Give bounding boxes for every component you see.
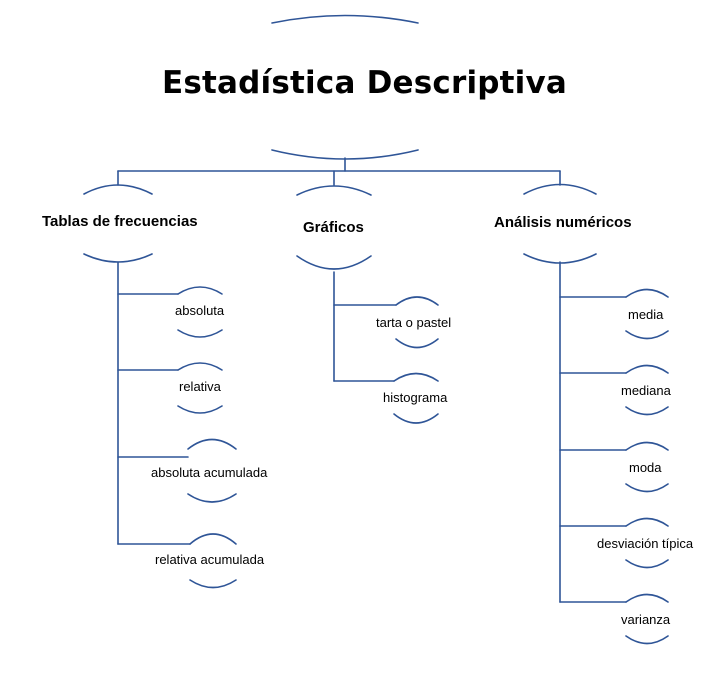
title-bracket-top xyxy=(271,14,419,24)
category-graficos-label: Gráficos xyxy=(303,219,364,236)
leaf-relativa: relativa xyxy=(179,379,221,394)
leaf-mediana: mediana xyxy=(621,383,671,398)
desviacion-bracket-top xyxy=(625,517,669,527)
leaf-desviacion-tipica: desviación típica xyxy=(597,536,694,551)
media-bracket-bottom xyxy=(625,330,669,340)
histograma-bracket-top xyxy=(393,372,439,382)
varianza-bracket-bottom xyxy=(625,635,669,645)
relativa-bracket-bottom xyxy=(177,405,223,414)
tablas-bracket-top xyxy=(83,184,153,195)
leaf-relativa-acumulada: relativa acumulada xyxy=(155,552,265,567)
media-bracket-top xyxy=(625,288,669,298)
tablas-bracket-bottom xyxy=(83,253,153,263)
graficos-bracket-bottom xyxy=(296,255,372,270)
absoluta-bracket-top xyxy=(177,286,223,295)
leaf-histograma: histograma xyxy=(383,390,448,405)
graficos-bracket-top xyxy=(296,185,372,196)
tarta-bracket-top xyxy=(395,296,439,306)
relativa-acumulada-bracket-top xyxy=(189,533,237,545)
varianza-bracket-top xyxy=(625,593,669,603)
leaf-absoluta: absoluta xyxy=(175,303,225,318)
diagram-title: Estadística Descriptiva xyxy=(162,65,568,101)
leaf-moda: moda xyxy=(629,460,662,475)
absoluta-acumulada-bracket-bottom xyxy=(187,493,237,503)
mediana-bracket-bottom xyxy=(625,406,669,416)
moda-bracket-top xyxy=(625,441,669,451)
category-analisis-label: Análisis numéricos xyxy=(494,214,632,231)
moda-bracket-bottom xyxy=(625,483,669,493)
leaf-absoluta-acumulada: absoluta acumulada xyxy=(151,465,268,480)
histograma-bracket-bottom xyxy=(393,413,439,424)
absoluta-bracket-bottom xyxy=(177,329,223,338)
category-tablas-label: Tablas de frecuencias xyxy=(42,213,198,230)
tarta-bracket-bottom xyxy=(395,338,439,349)
leaf-tarta-o-pastel: tarta o pastel xyxy=(376,315,452,330)
relativa-bracket-top xyxy=(177,362,223,371)
absoluta-acumulada-bracket-top xyxy=(187,438,237,450)
leaf-media: media xyxy=(628,307,664,322)
relativa-acumulada-bracket-bottom xyxy=(189,579,237,589)
analisis-bracket-top xyxy=(523,183,597,195)
desviacion-bracket-bottom xyxy=(625,559,669,569)
mediana-bracket-top xyxy=(625,364,669,374)
leaf-varianza: varianza xyxy=(621,612,671,627)
